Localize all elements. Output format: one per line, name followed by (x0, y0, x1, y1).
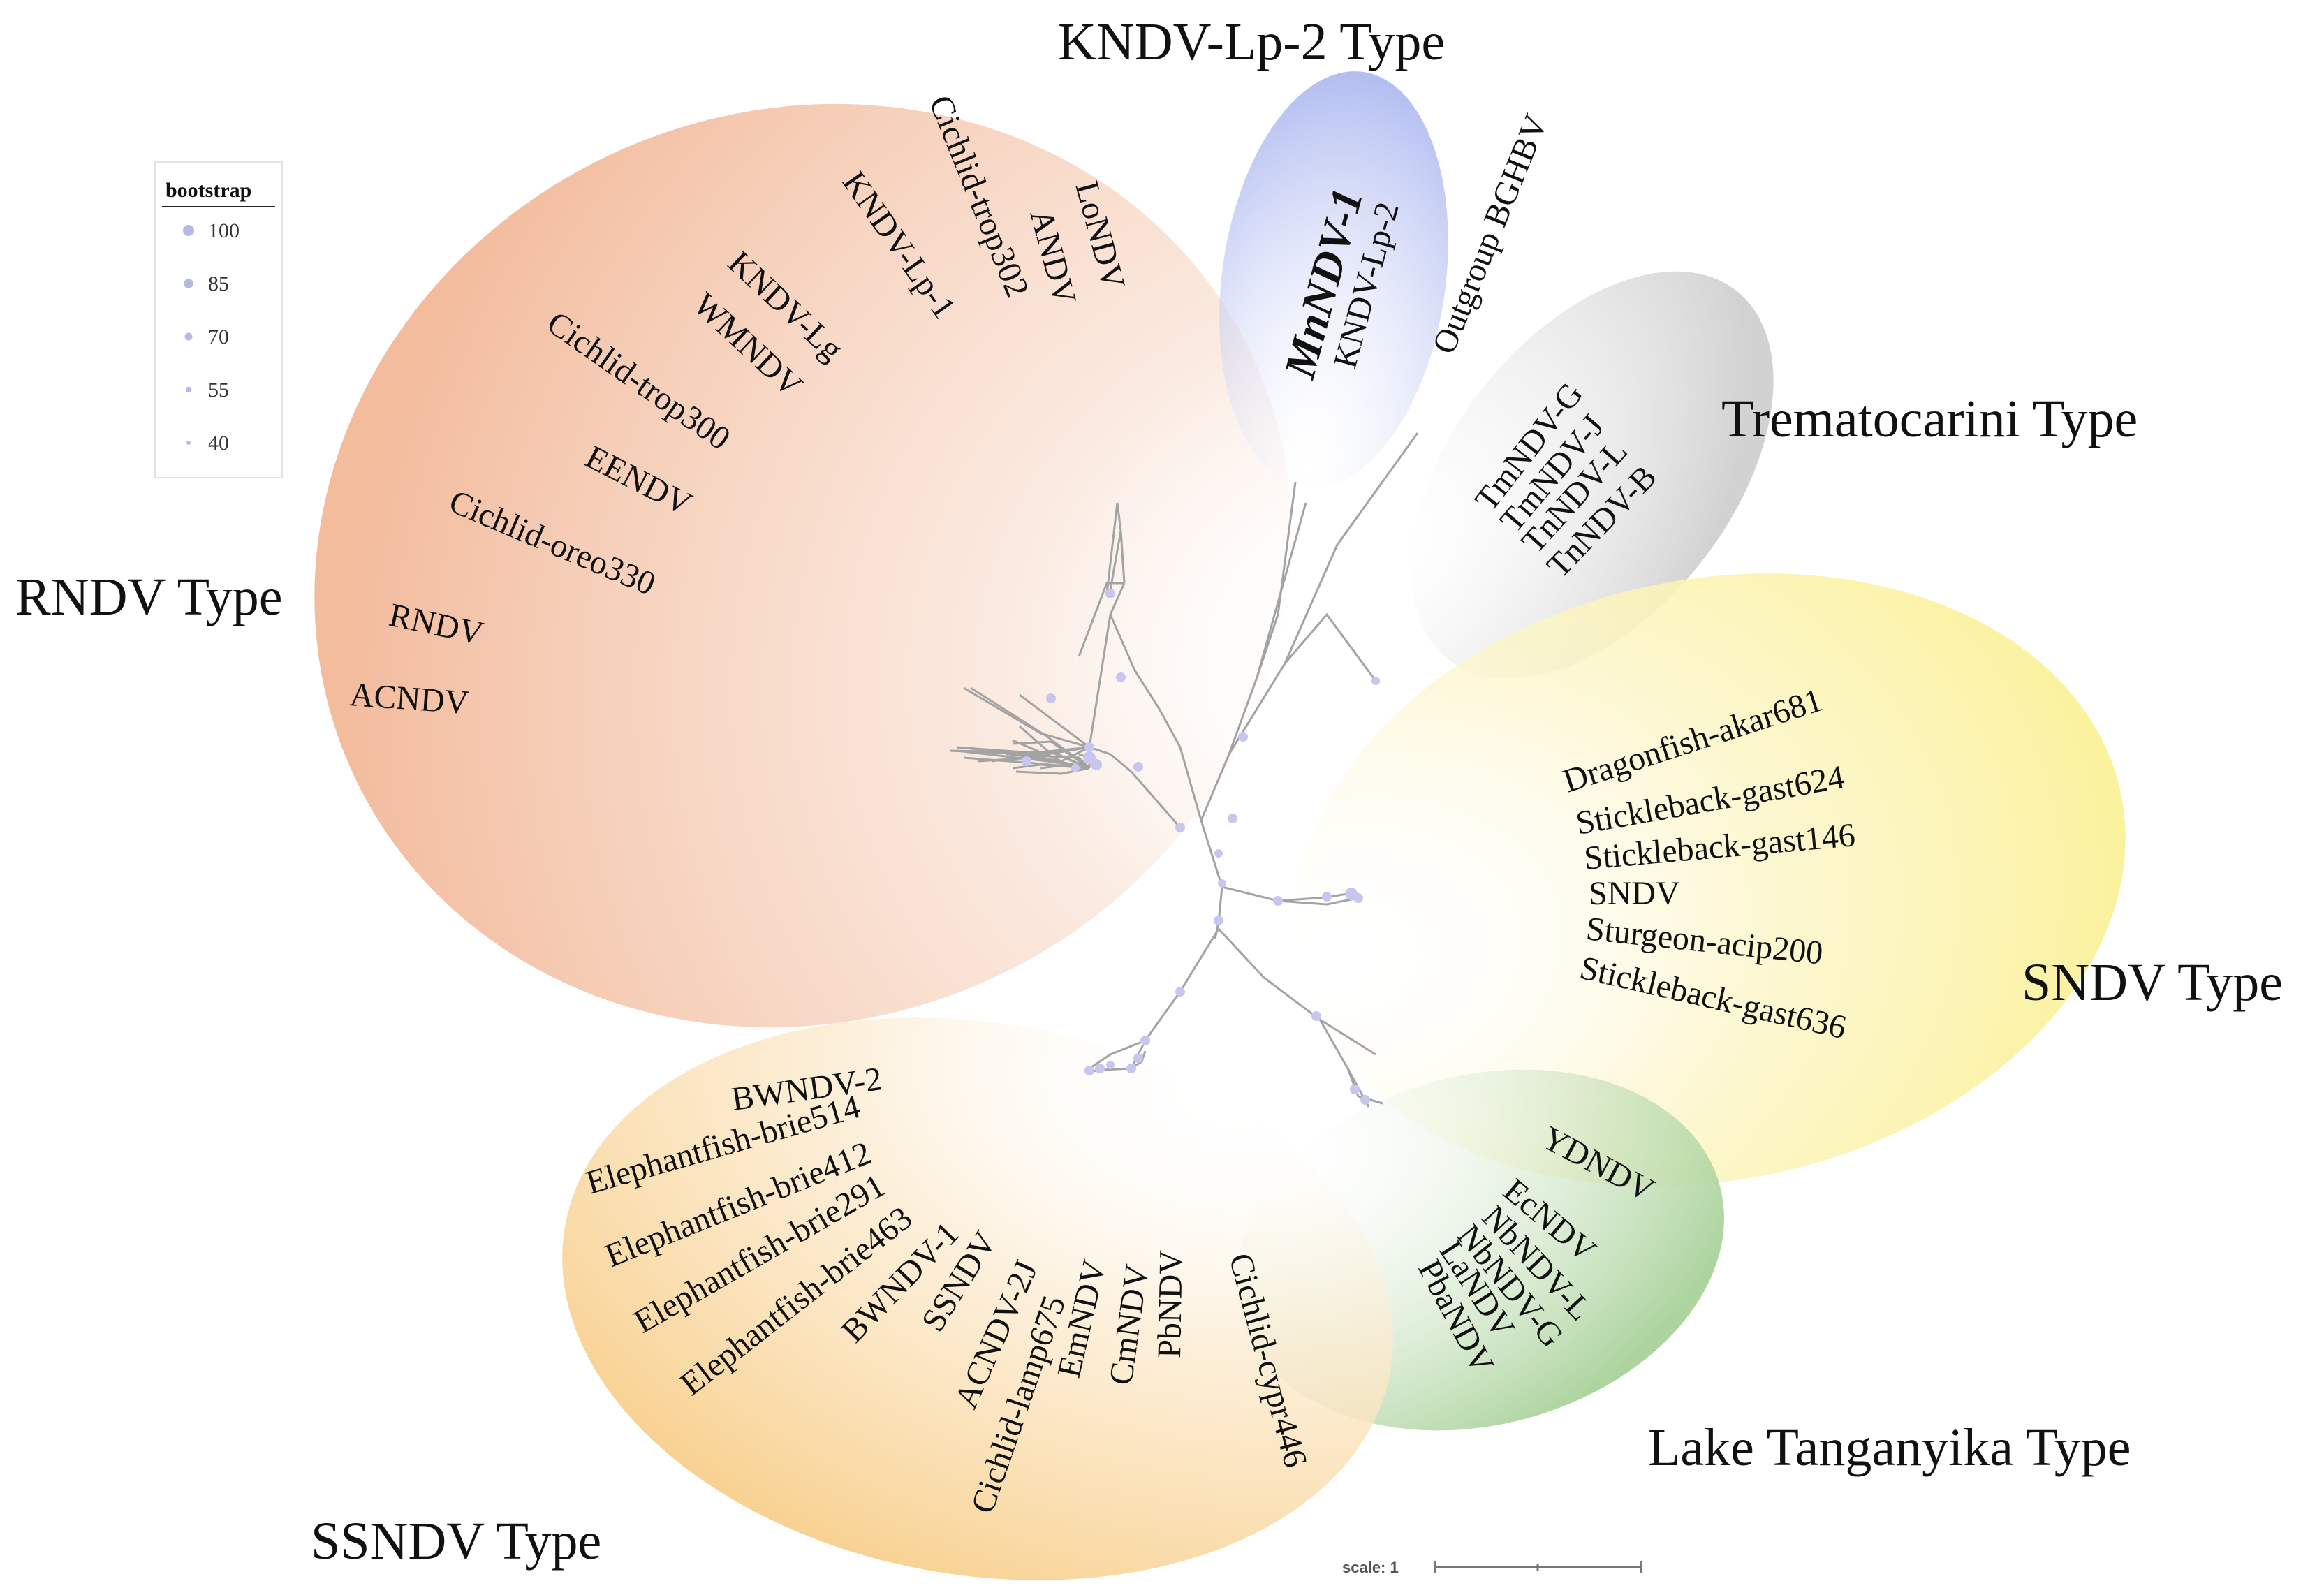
branch-rndv-stem (1109, 614, 1161, 710)
legend-label: 100 (208, 219, 240, 242)
branch-rndv-0 (1130, 771, 1182, 828)
bootstrap-node (1353, 893, 1363, 903)
legend-label: 40 (208, 432, 229, 455)
clade-shade-ssndv (562, 1017, 1393, 1580)
branch-rndv-y (1050, 739, 1090, 770)
legend-marker (184, 332, 193, 341)
legend-marker (183, 225, 194, 236)
bootstrap-node (1116, 672, 1126, 682)
bootstrap-node (1106, 1061, 1115, 1069)
bootstrap-node (1022, 756, 1031, 766)
branch-ssndv-b (1089, 1039, 1146, 1070)
bootstrap-node (1126, 1064, 1136, 1073)
group-label-trematocarini: Trematocarini Type (1721, 390, 2138, 448)
bootstrap-node (1071, 764, 1080, 772)
bootstrap-node (1133, 1053, 1143, 1063)
clade-backgrounds (314, 71, 2126, 1580)
bootstrap-node (1218, 879, 1226, 888)
branch-rndv-v (1015, 767, 1090, 775)
bootstrap-node (1214, 916, 1223, 925)
bootstrap-node (1228, 814, 1237, 823)
clade-shade-sndv (1296, 573, 2126, 1186)
bootstrap-node (1175, 987, 1185, 997)
legend-marker (185, 386, 192, 393)
branch-rndv-b (1109, 582, 1126, 615)
legend-marker (184, 279, 193, 288)
tree-branches (949, 432, 1419, 1108)
branch-tang-c (1346, 1068, 1383, 1105)
legend-box (154, 161, 283, 478)
group-label-tanganyika: Lake Tanganyika Type (1648, 1418, 2131, 1477)
group-labels: RNDV Type KNDV-Lp-2 Type Trematocarini T… (15, 13, 2283, 1571)
group-label-rndv: RNDV Type (15, 568, 282, 626)
bootstrap-node (1095, 1064, 1105, 1073)
legend-label: 70 (208, 325, 229, 348)
branch-trem (1284, 612, 1377, 682)
clade-shade-trematocarini (1411, 271, 1774, 679)
bootstrap-nodes (1022, 589, 1380, 1105)
bootstrap-node (1360, 1095, 1370, 1105)
branch-sndv-stem (1221, 885, 1355, 902)
branch-ssndv-stem (1130, 928, 1220, 1069)
legend-label: 85 (208, 272, 229, 295)
bootstrap-node (1140, 1036, 1150, 1045)
bootstrap-node (1175, 823, 1185, 832)
group-label-sndv: SNDV Type (2022, 953, 2283, 1012)
branch-rndv-e (1105, 502, 1122, 594)
scale-label: scale: 1 (1342, 1559, 1399, 1576)
bootstrap-node (1322, 892, 1332, 902)
branch-rndv-z (1089, 746, 1132, 773)
bootstrap-node (1133, 762, 1143, 772)
legend-marker (186, 441, 191, 445)
bootstrap-node (1105, 589, 1115, 598)
tip-label-pbndv: PbNDV (1151, 1249, 1190, 1358)
branch-rndv-f (1019, 693, 1090, 749)
bootstrap-node (1311, 1011, 1321, 1021)
legend-items: 100 85 70 55 40 (183, 219, 240, 455)
branch-rndv-s (949, 749, 1090, 770)
tip-label-sndv: SNDV (1589, 875, 1680, 912)
tip-label-acndv: ACNDV (348, 676, 470, 721)
bootstrap-legend: bootstrap 100 85 70 55 40 (154, 161, 283, 478)
scale-bar: scale: 1 (1342, 1559, 1642, 1576)
legend-title: bootstrap (166, 179, 251, 202)
bootstrap-node (1238, 732, 1248, 742)
branch-rndv-c (1078, 582, 1124, 657)
legend-label: 55 (208, 378, 229, 402)
branch-kndv-b (1256, 481, 1297, 678)
group-label-kndv-lp2: KNDV-Lp-2 Type (1058, 13, 1445, 71)
branch-root-upper (1158, 708, 1223, 888)
branch-rndv-a (1088, 614, 1112, 748)
bootstrap-node (1084, 742, 1094, 752)
bootstrap-node (1084, 1066, 1094, 1075)
branch-tang (1217, 927, 1376, 1056)
clade-shade-kndv-lp2 (1219, 71, 1448, 487)
branch-outgroup (1228, 432, 1419, 755)
bootstrap-node (1273, 896, 1283, 906)
bootstrap-node (1350, 1085, 1360, 1094)
group-label-ssndv: SSNDV Type (311, 1512, 601, 1571)
clade-shade-rndv (314, 103, 1292, 1028)
bootstrap-node (1371, 677, 1380, 685)
bootstrap-node (1091, 759, 1102, 770)
bootstrap-node (1214, 849, 1223, 858)
bootstrap-node (1046, 693, 1056, 703)
